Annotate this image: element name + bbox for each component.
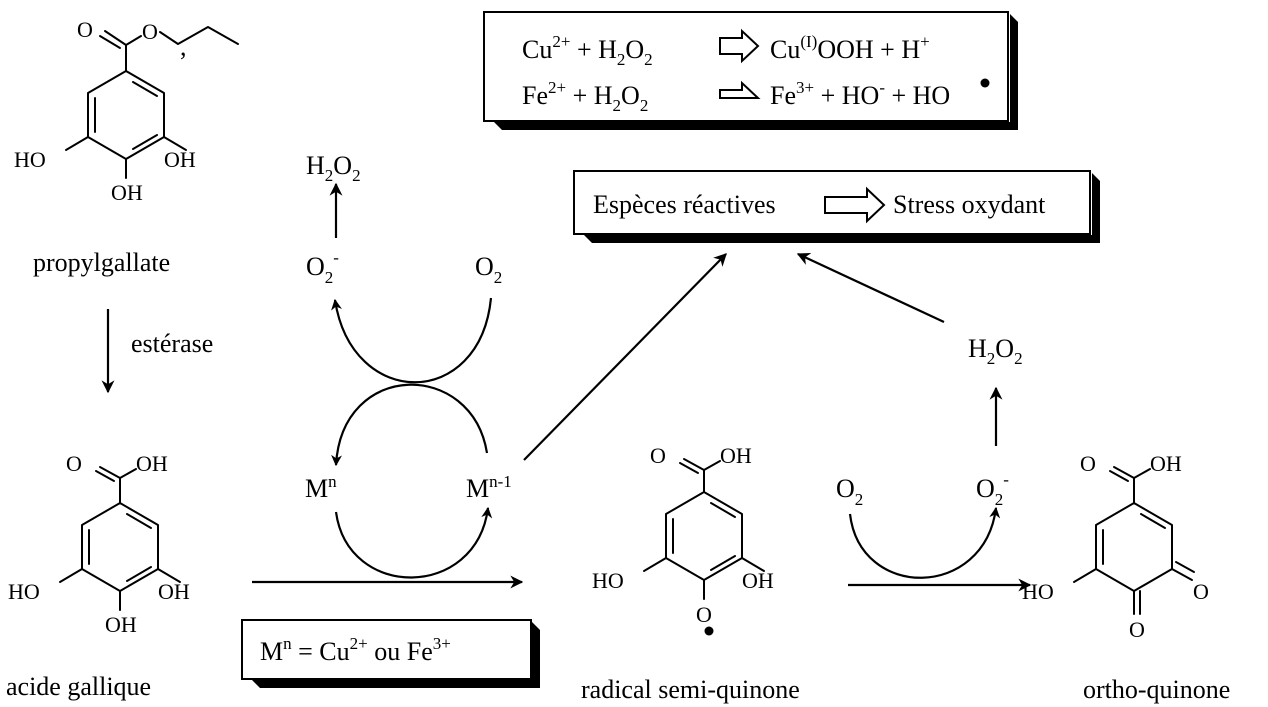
reaction-line-1: Cu2+ + H2O2: [522, 32, 653, 69]
mn1-to-reactive-arrow: [523, 253, 727, 461]
orthoquinone-ho-left: HO: [1022, 579, 1054, 604]
o2-minus-right: O2-: [976, 470, 1009, 509]
stress-arrow: [824, 186, 886, 224]
mn-label: Mn: [305, 472, 337, 503]
semiquinone-oh-acid: OH: [720, 443, 752, 468]
orthoquinone-label: ortho-quinone: [1083, 675, 1230, 704]
stress-box: [573, 170, 1100, 243]
semiquinone-ho-left: HO: [592, 568, 624, 593]
gallic-acid-label: acide gallique: [6, 672, 151, 701]
mn1-label: Mn-1: [466, 472, 512, 503]
semiquinone-oh-right: OH: [742, 568, 774, 593]
esterase-label: estérase: [131, 329, 213, 358]
o2-reduction-arc-right: [848, 506, 1001, 579]
metal-oxidation-arc: [331, 383, 489, 467]
reactive-species-text: Espèces réactives: [593, 190, 776, 219]
reaction-line-1-product: Cu(I)OOH + H+: [770, 32, 930, 64]
orthoquinone-o-right: O: [1193, 579, 1209, 604]
o2-left: O2: [475, 252, 502, 287]
propylgallate-structure: [65, 26, 239, 179]
h2o2-top: H2O2: [306, 151, 361, 185]
o2-reduction-arc: [331, 297, 493, 384]
hydroxyl-radical-dot: [980, 78, 990, 88]
propylgallate-oh-right: OH: [164, 147, 196, 172]
orthoquinone-o-bottom: O: [1129, 617, 1145, 642]
orthoquinone-structure: [1073, 466, 1195, 615]
gallic-acid-oh-right: OH: [158, 579, 190, 604]
propylgallate-ho-left: HO: [14, 147, 46, 172]
gallic-acid-structure: [59, 466, 181, 611]
semiquinone-o: O: [650, 443, 666, 468]
h2o2-right: H2O2: [968, 334, 1023, 368]
semiquinone-label: radical semi-quinone: [581, 675, 800, 704]
reaction-line-2-product: Fe3+ + HO- + HO: [770, 78, 950, 110]
fenton-reaction-box: [483, 11, 1018, 130]
propylgallate-oh-bottom: OH: [111, 180, 143, 205]
metal-definition-box: [241, 619, 540, 688]
stray-comma: ,: [180, 32, 187, 61]
radical-dot: [704, 626, 714, 636]
semiquinone-o-radical: O: [696, 602, 712, 627]
metal-reduction-arc: [334, 506, 493, 579]
reaction-arrow-2: [719, 80, 761, 99]
orthoquinone-oh-acid: OH: [1150, 451, 1182, 476]
gallic-acid-oh-acid: OH: [136, 451, 168, 476]
semiquinone-structure: [643, 458, 765, 600]
metal-definition-text: Mn = Cu2+ ou Fe3+: [260, 634, 451, 666]
reaction-arrow-1: [719, 28, 760, 64]
propylgallate-label: propylgallate: [33, 248, 170, 277]
gallic-acid-oh-bottom: OH: [105, 612, 137, 637]
orthoquinone-o: O: [1080, 451, 1096, 476]
gallic-acid-ho-left: HO: [8, 579, 40, 604]
reaction-line-2: Fe2+ + H2O2: [522, 78, 648, 115]
o2-right: O2: [836, 474, 863, 509]
gallic-acid-o: O: [66, 451, 82, 476]
h2o2-to-reactive-arrow: [796, 253, 945, 323]
oxidative-stress-text: Stress oxydant: [893, 190, 1046, 219]
propylgallate-ester-o: O: [142, 19, 158, 44]
propylgallate-carbonyl-o: O: [77, 17, 93, 42]
o2-minus-left: O2-: [306, 248, 339, 287]
